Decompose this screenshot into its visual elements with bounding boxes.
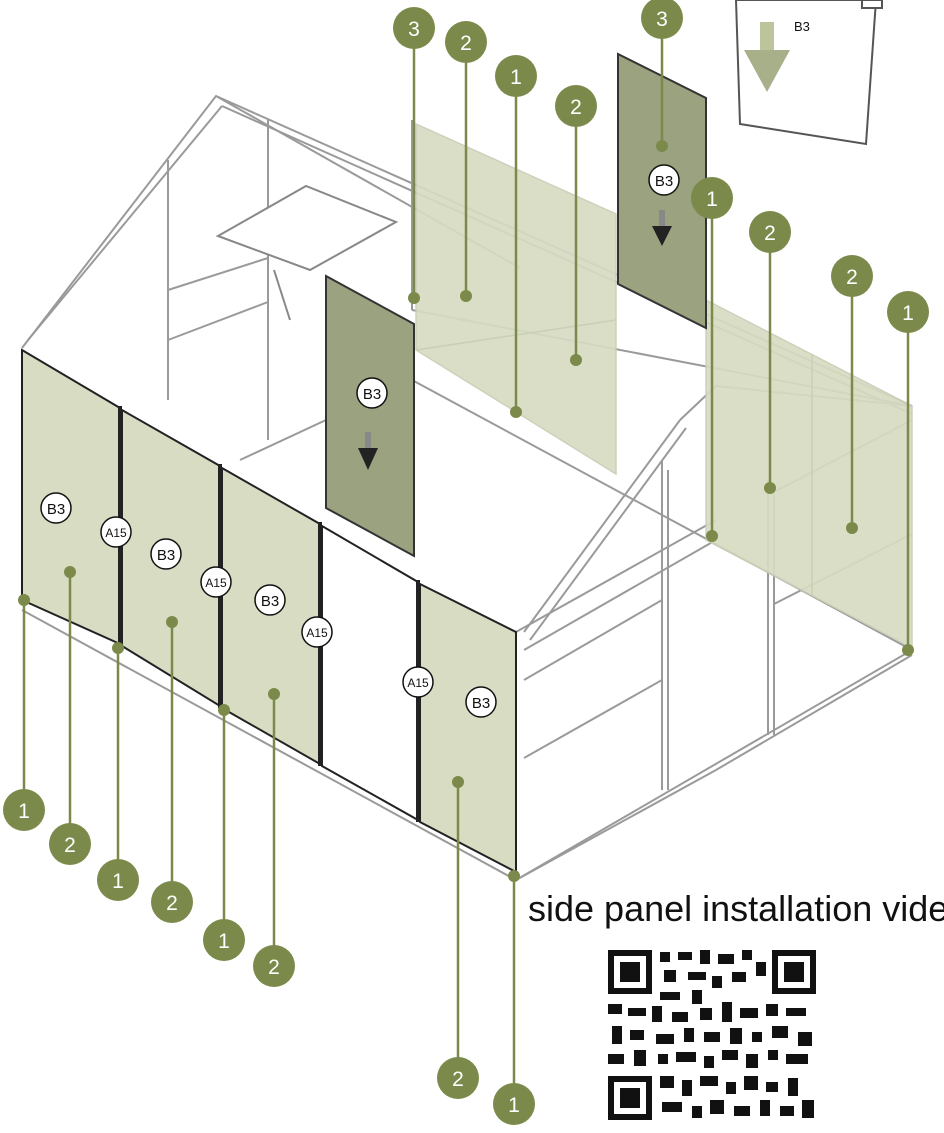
qr-code-graphic	[600, 942, 826, 1128]
svg-text:B3: B3	[47, 501, 65, 518]
svg-text:1: 1	[508, 1094, 520, 1117]
leader-dots	[18, 140, 914, 882]
inset-b3-label: B3	[794, 19, 810, 34]
svg-text:A15: A15	[306, 626, 328, 640]
roof-vent	[215, 184, 399, 321]
svg-text:B3: B3	[655, 173, 673, 190]
callout-2: 2	[437, 1057, 479, 1099]
svg-text:3: 3	[408, 18, 420, 41]
callout-2: 2	[555, 85, 597, 127]
svg-text:2: 2	[268, 956, 280, 979]
callout-2: 2	[49, 823, 91, 865]
svg-text:2: 2	[460, 32, 472, 55]
svg-text:A15: A15	[105, 526, 127, 540]
callout-3: 3	[641, 0, 683, 39]
down-arrow-icon	[652, 210, 672, 246]
svg-text:1: 1	[902, 302, 914, 325]
svg-text:2: 2	[846, 266, 858, 289]
callout-2: 2	[445, 21, 487, 63]
callout-1: 1	[203, 919, 245, 961]
callout-2: 2	[253, 945, 295, 987]
callout-2: 2	[151, 881, 193, 923]
svg-text:1: 1	[706, 188, 718, 211]
svg-text:2: 2	[64, 834, 76, 857]
svg-text:1: 1	[112, 870, 124, 893]
detail-inset	[734, 0, 883, 146]
svg-text:2: 2	[764, 222, 776, 245]
callout-1: 1	[97, 859, 139, 901]
callout-1: 1	[691, 177, 733, 219]
part-label-b3: B3	[254, 584, 286, 616]
part-label-b3: B3	[465, 686, 497, 718]
part-label-a15: A15	[301, 616, 333, 648]
part-label-b3: B3	[648, 164, 680, 196]
svg-text:B3: B3	[261, 593, 279, 610]
svg-text:1: 1	[218, 930, 230, 953]
part-label-b3: B3	[150, 538, 182, 570]
part-label-b3: B3	[40, 492, 72, 524]
callout-1: 1	[3, 789, 45, 831]
svg-text:A15: A15	[205, 576, 227, 590]
part-label-a15: A15	[200, 566, 232, 598]
svg-text:2: 2	[166, 892, 178, 915]
svg-text:3: 3	[656, 8, 668, 31]
callout-2: 2	[831, 255, 873, 297]
callout-2: 2	[749, 211, 791, 253]
svg-text:B3: B3	[157, 547, 175, 564]
svg-text:B3: B3	[363, 386, 381, 403]
part-label-a15: A15	[100, 516, 132, 548]
callout-3: 3	[393, 7, 435, 49]
leader-lines	[22, 18, 910, 1102]
svg-text:B3: B3	[472, 695, 490, 712]
callout-1: 1	[493, 1083, 535, 1125]
svg-text:A15: A15	[407, 676, 429, 690]
video-caption: side panel installation video	[528, 888, 944, 929]
callout-1: 1	[887, 291, 929, 333]
front-wall-panels	[21, 348, 517, 874]
svg-text:1: 1	[18, 800, 30, 823]
svg-text:2: 2	[452, 1068, 464, 1091]
svg-text:1: 1	[510, 66, 522, 89]
part-label-a15: A15	[402, 666, 434, 698]
part-label-b3: B3	[356, 377, 388, 409]
callout-1: 1	[495, 55, 537, 97]
down-arrow-icon	[358, 432, 378, 470]
qr-code-icon[interactable]	[600, 942, 826, 1128]
svg-text:2: 2	[570, 96, 582, 119]
